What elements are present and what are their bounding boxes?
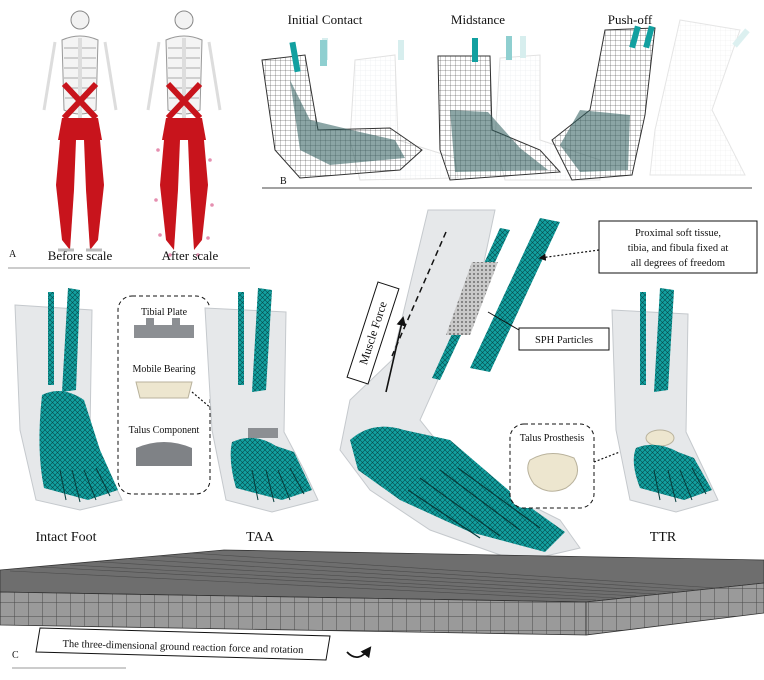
label-talus-component: Talus Component (129, 425, 200, 436)
foot-toe-off-faded (649, 19, 750, 176)
skeleton-before-scale (42, 10, 118, 252)
label-talus-prosthesis: Talus Prosthesis (520, 433, 585, 444)
proximal-fixed-callout: Proximal soft tissue, tibia, and fibula … (538, 220, 758, 274)
phase-push-off: Push-off (608, 12, 653, 27)
skeleton-after-scale (146, 10, 222, 257)
label-mobile-bearing: Mobile Bearing (132, 364, 195, 375)
label-sph-particles: SPH Particles (535, 335, 593, 346)
panel-c-letter: C (12, 650, 19, 661)
ground-plate (0, 549, 764, 636)
panel-a: A Before scale After scale (8, 10, 250, 269)
model-intact-foot (14, 288, 123, 511)
proximal-line-3: all degrees of freedom (631, 258, 725, 269)
implant-parts-box: Tibial Plate Mobile Bearing Talus Compon… (117, 295, 211, 495)
rotation-arrow-icon (346, 646, 372, 659)
caption-before-scale: Before scale (48, 248, 113, 263)
talus-prosthesis-callout: Talus Prosthesis (509, 423, 642, 509)
sph-leader-line (487, 311, 520, 331)
panel-b: B Initial Contact Midstance Push-off (261, 12, 752, 189)
panel-b-letter: B (280, 176, 287, 187)
model-main-foot (339, 209, 581, 563)
caption-ttr: TTR (650, 530, 677, 545)
muscle-line-of-action (391, 231, 447, 357)
foot-midstance (437, 36, 562, 181)
model-ttr (611, 288, 719, 513)
muscle-force-arrow (385, 316, 406, 393)
phase-midstance: Midstance (451, 12, 505, 27)
sph-callout: SPH Particles (487, 311, 610, 351)
foot-initial-contact (261, 40, 423, 179)
caption-after-scale: After scale (162, 248, 219, 263)
panel-a-letter: A (9, 249, 17, 260)
proximal-leader-arrow (538, 249, 600, 261)
label-tibial-plate: Tibial Plate (141, 307, 188, 318)
caption-intact-foot: Intact Foot (35, 530, 96, 545)
caption-taa: TAA (246, 530, 275, 545)
panel-c: Tibial Plate Mobile Bearing Talus Compon… (0, 209, 764, 669)
model-taa (204, 288, 319, 513)
foot-push-off (551, 25, 656, 181)
proximal-line-2: tibia, and fibula fixed at (628, 243, 729, 254)
muscle-force-callout: Muscle Force (346, 281, 406, 393)
proximal-line-1: Proximal soft tissue, (635, 228, 721, 239)
phase-initial-contact: Initial Contact (288, 12, 363, 27)
ground-force-callout: The three-dimensional ground reaction fo… (35, 627, 372, 661)
